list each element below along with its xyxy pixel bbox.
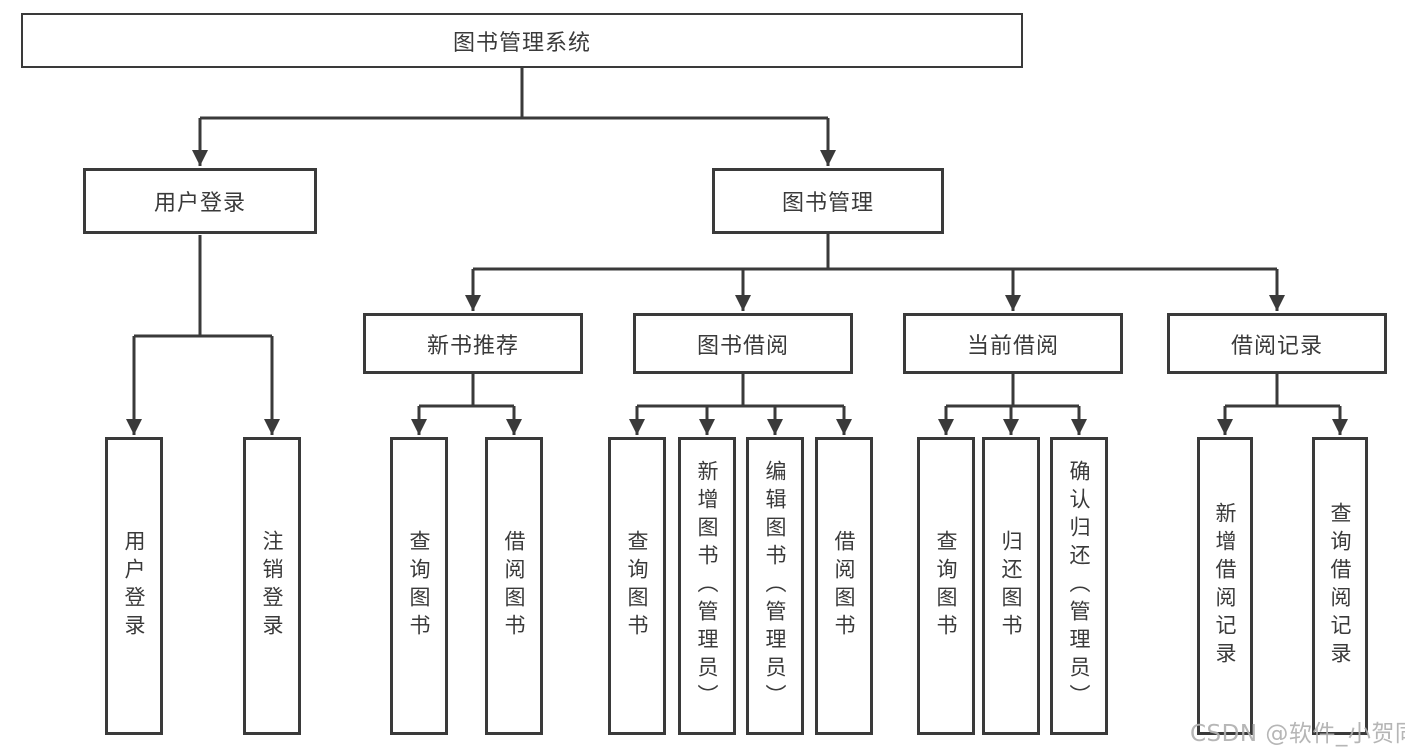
leaf-label: 查询借阅记录: [1328, 502, 1353, 670]
leaf-confirm-return-admin: 确认归还（管理员）: [1050, 437, 1108, 735]
node-library-system: 图书管理系统: [21, 13, 1023, 68]
leaf-query-borrow-record: 查询借阅记录: [1312, 437, 1368, 735]
leaf-label: 新增图书（管理员）: [695, 460, 720, 712]
node-user-login: 用户登录: [83, 168, 317, 234]
csdn-watermark: CSDN @软件_小贺同学: [1190, 721, 1405, 747]
leaf-return-books: 归还图书: [982, 437, 1040, 735]
leaf-label: 借阅图书: [502, 530, 527, 642]
leaf-label: 归还图书: [999, 530, 1024, 642]
leaf-user-login: 用户登录: [105, 437, 163, 735]
node-book-management: 图书管理: [712, 168, 944, 234]
leaf-query-books-current: 查询图书: [917, 437, 975, 735]
leaf-label: 注销登录: [260, 530, 285, 642]
leaf-label: 查询图书: [407, 530, 432, 642]
leaf-label: 查询图书: [625, 530, 650, 642]
leaf-label: 编辑图书（管理员）: [763, 460, 788, 712]
leaf-query-books-borrowing: 查询图书: [608, 437, 666, 735]
leaf-logout: 注销登录: [243, 437, 301, 735]
leaf-label: 用户登录: [122, 530, 147, 642]
leaf-label: 新增借阅记录: [1213, 502, 1238, 670]
leaf-add-books-admin: 新增图书（管理员）: [678, 437, 736, 735]
node-borrowing-records: 借阅记录: [1167, 313, 1387, 374]
node-current-borrowing: 当前借阅: [903, 313, 1123, 374]
leaf-label: 借阅图书: [832, 530, 857, 642]
leaf-add-borrow-record: 新增借阅记录: [1197, 437, 1253, 735]
node-new-book-recommend: 新书推荐: [363, 313, 583, 374]
leaf-borrow-books-recommend: 借阅图书: [485, 437, 543, 735]
leaf-label: 查询图书: [934, 530, 959, 642]
leaf-query-books-recommend: 查询图书: [390, 437, 448, 735]
leaf-label: 确认归还（管理员）: [1067, 460, 1092, 712]
leaf-borrow-books-borrowing: 借阅图书: [815, 437, 873, 735]
node-book-borrowing: 图书借阅: [633, 313, 853, 374]
leaf-edit-books-admin: 编辑图书（管理员）: [746, 437, 804, 735]
